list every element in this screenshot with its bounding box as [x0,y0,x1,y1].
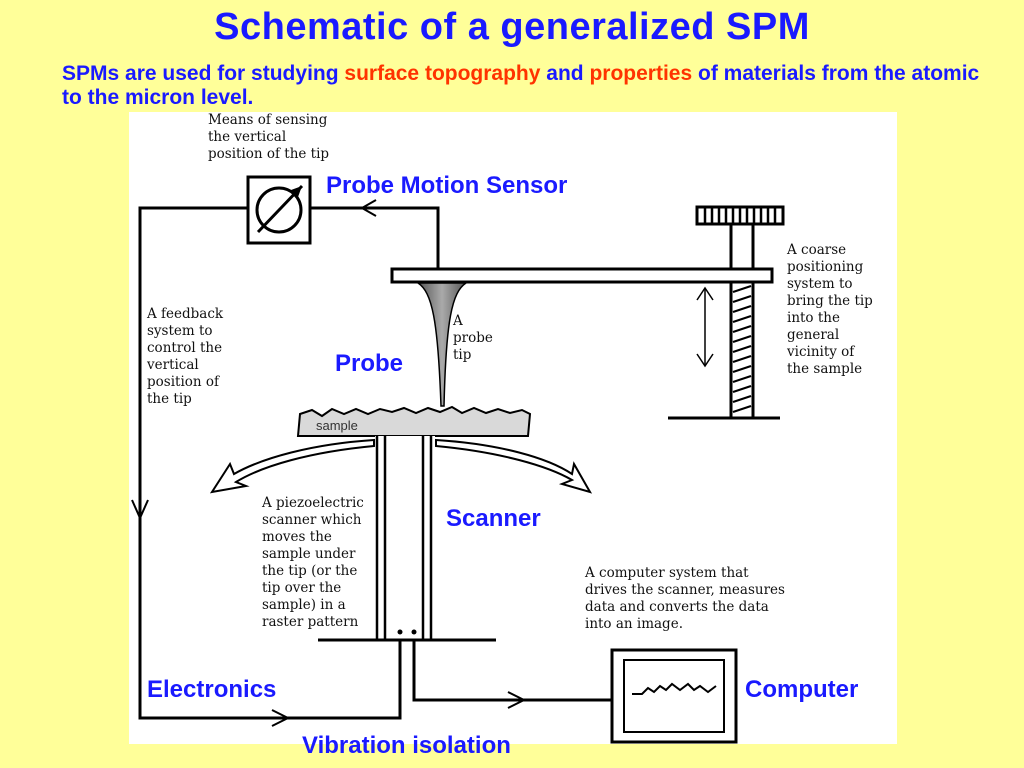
cantilever-beam [390,267,774,284]
subtitle-highlight-properties: properties [589,62,693,85]
note-feedback: A feedback system to control the vertica… [147,306,224,407]
coarse-positioning-screw [668,205,785,420]
subtitle-text-3: of materials from the atomic to the micr… [62,62,980,109]
label-computer: Computer [745,676,859,703]
page-subtitle: SPMs are used for studying surface topog… [62,62,1002,110]
feedback-loop-wire [138,206,612,720]
note-sensing: Means of sensing the vertical position o… [208,112,330,162]
subtitle-highlight-topography: surface topography [344,62,541,85]
scan-motion-arrows [209,438,593,494]
gauge-icon [246,175,312,245]
subtitle-text-1: SPMs are used for studying [62,62,345,85]
subtitle-text-2: and [540,62,590,85]
note-piezo-scanner: A piezoelectric scanner which moves the … [262,495,364,630]
label-probe: Probe [335,350,404,377]
label-scanner: Scanner [446,505,541,532]
note-probe-tip: A probe tip [453,313,493,363]
flow-arrows [131,199,527,727]
piezo-scanner-tube [318,436,496,642]
note-computer-system: A computer system that drives the scanne… [585,565,785,632]
probe-tip [415,282,469,407]
label-vibration-isolation: Vibration isolation [302,732,511,759]
vertical-travel-arrow [696,286,714,368]
sample-block [296,405,532,437]
label-electronics: Electronics [147,676,277,703]
page-title: Schematic of a generalized SPM [214,6,810,48]
computer-monitor-icon [610,648,738,744]
note-coarse-positioning: A coarse positioning system to bring the… [787,242,873,377]
label-sample: sample [316,418,358,433]
label-probe-motion-sensor: Probe Motion Sensor [326,172,568,199]
